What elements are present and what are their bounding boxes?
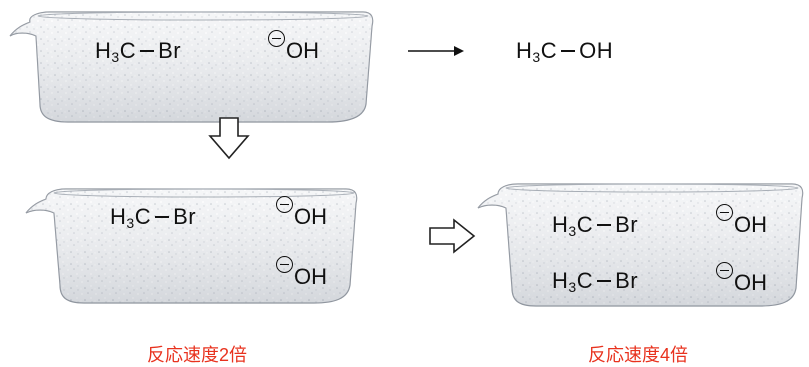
br-label: Br	[158, 38, 182, 63]
bond-line	[140, 50, 155, 52]
c-label: C	[576, 212, 594, 237]
c-label: C	[134, 204, 152, 229]
oh-label: OH	[734, 212, 767, 237]
oh-label: OH	[286, 38, 319, 63]
br-label: Br	[615, 212, 639, 237]
h-label: H	[516, 38, 533, 63]
top-hydroxide: OH	[268, 30, 319, 64]
subscript: 3	[111, 49, 120, 65]
h-label: H	[95, 38, 112, 63]
c-label: C	[119, 38, 137, 63]
product-methanol: H3C OH	[516, 38, 613, 65]
h-label: H	[552, 212, 569, 237]
bottom-right-methyl-bromide-2: H3C Br	[552, 268, 638, 295]
bottom-left-hydroxide-2: OH	[276, 256, 327, 290]
bottom-right-methyl-bromide-1: H3C Br	[552, 212, 638, 239]
bottom-right-hydroxide-2: OH	[716, 262, 767, 296]
h-label: H	[110, 204, 127, 229]
c-label: C	[576, 268, 594, 293]
oh-label: OH	[734, 270, 767, 295]
oh-label: OH	[294, 264, 327, 289]
h-label: H	[552, 268, 569, 293]
bond-line	[155, 216, 170, 218]
subscript: 3	[532, 49, 541, 65]
negative-charge-icon	[276, 196, 293, 213]
caption-rate-quadruple: 反応速度4倍	[588, 345, 689, 365]
reaction-arrow-icon	[408, 46, 464, 56]
down-hollow-arrow-icon	[208, 117, 250, 160]
oh-label: OH	[579, 38, 614, 63]
bottom-right-hydroxide-1: OH	[716, 204, 767, 238]
right-hollow-arrow-icon	[429, 218, 476, 254]
bottom-left-hydroxide-1: OH	[276, 196, 327, 230]
br-label: Br	[615, 268, 639, 293]
negative-charge-icon	[268, 30, 285, 47]
subscript: 3	[126, 215, 135, 231]
bond-line	[597, 280, 612, 282]
negative-charge-icon	[716, 204, 733, 221]
bond-line	[561, 50, 576, 52]
beaker-top	[9, 11, 374, 123]
bond-line	[597, 224, 612, 226]
br-label: Br	[173, 204, 197, 229]
oh-label: OH	[294, 204, 327, 229]
negative-charge-icon	[716, 262, 733, 279]
c-label: C	[540, 38, 558, 63]
top-reactant-methyl-bromide: H3C Br	[95, 38, 181, 65]
beaker-bottom-left	[25, 188, 358, 304]
caption-rate-double: 反応速度2倍	[147, 345, 248, 365]
negative-charge-icon	[276, 256, 293, 273]
subscript: 3	[568, 223, 577, 239]
bottom-left-methyl-bromide: H3C Br	[110, 204, 196, 231]
subscript: 3	[568, 279, 577, 295]
